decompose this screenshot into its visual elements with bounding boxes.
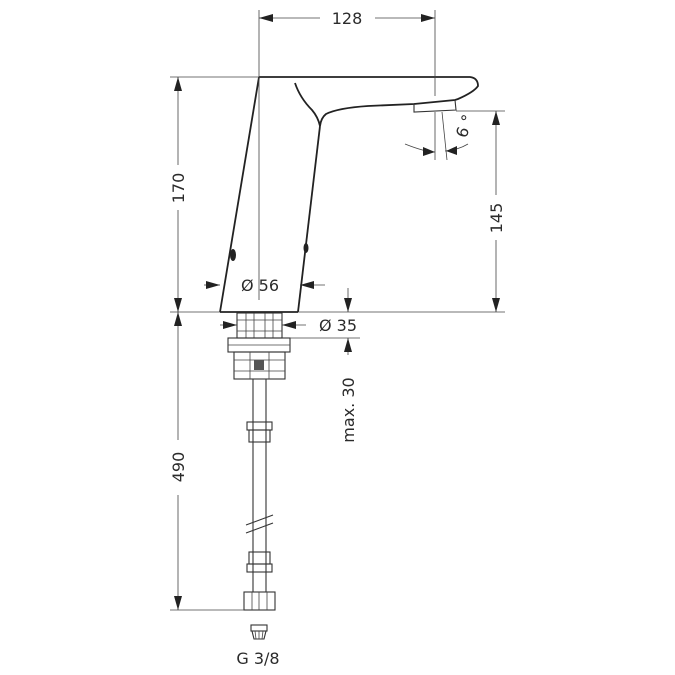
dim-label-6deg: 6 ° bbox=[452, 112, 478, 140]
dim-angle-outlet: 6 ° bbox=[404, 112, 478, 161]
dim-label-max30: max. 30 bbox=[339, 377, 358, 442]
dim-max-thickness: max. 30 bbox=[290, 288, 360, 443]
dim-width-top: 128 bbox=[259, 9, 436, 96]
dim-height-outlet: 145 bbox=[298, 110, 506, 313]
mounting-shank bbox=[227, 312, 291, 380]
dim-label-d56: Ø 56 bbox=[241, 276, 279, 295]
dim-hose-length: 490 bbox=[169, 312, 244, 611]
dim-height-total: 170 bbox=[169, 76, 259, 313]
dim-label-d35: Ø 35 bbox=[319, 316, 357, 335]
dim-diameter-shank: Ø 35 bbox=[220, 316, 357, 335]
dim-label-128: 128 bbox=[332, 9, 363, 28]
dim-label-490: 490 bbox=[169, 452, 188, 483]
thread-label: G 3/8 bbox=[236, 649, 279, 668]
supply-hose bbox=[243, 379, 276, 611]
dim-label-170: 170 bbox=[169, 173, 188, 204]
dim-diameter-body: Ø 56 bbox=[204, 276, 325, 295]
dim-label-145: 145 bbox=[487, 203, 506, 234]
faucet-body bbox=[219, 76, 479, 313]
strainer-filter bbox=[250, 624, 268, 640]
